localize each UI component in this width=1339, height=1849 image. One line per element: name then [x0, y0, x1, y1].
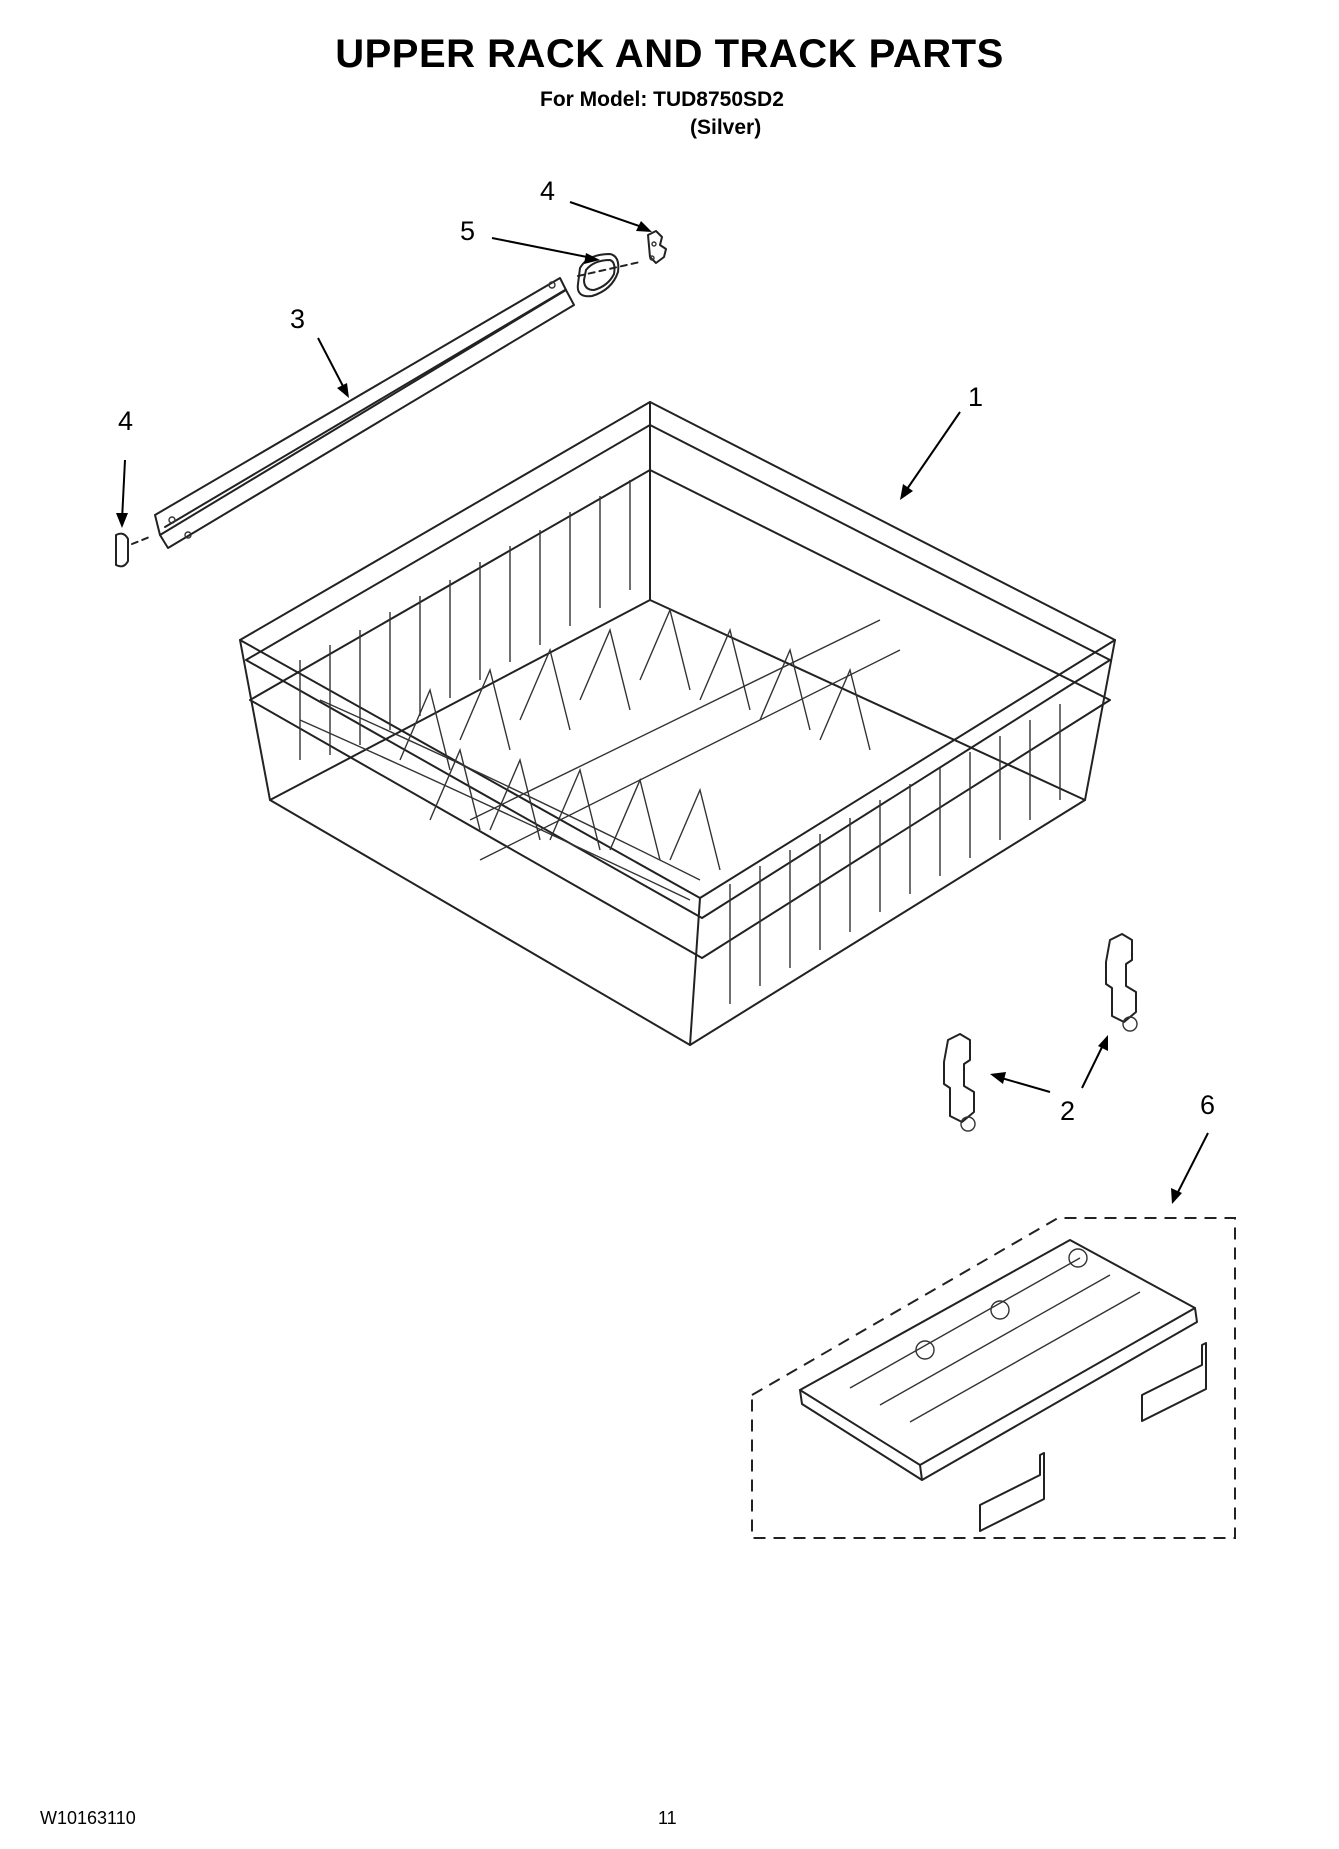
- wheel-carrier-part[interactable]: [943, 933, 1138, 1132]
- callout-rack: 1: [968, 382, 984, 412]
- model-variant: (Silver): [690, 116, 762, 139]
- callout-stop: 5: [460, 216, 476, 246]
- document-number: W10163110: [40, 1808, 136, 1828]
- callout-track: 3: [290, 304, 306, 334]
- tray-part[interactable]: [751, 1217, 1236, 1539]
- stop-part[interactable]: [576, 253, 620, 298]
- callout-wheel-carrier: 2: [1060, 1096, 1076, 1126]
- end-cap-left-part[interactable]: [115, 532, 129, 568]
- callout-tray: 6: [1200, 1090, 1216, 1120]
- end-cap-top-part[interactable]: [647, 230, 667, 264]
- model-number: For Model: TUD8750SD2: [540, 88, 784, 111]
- page-title: UPPER RACK AND TRACK PARTS: [335, 32, 1004, 76]
- callout-arrows: [116, 201, 1209, 1204]
- callout-end-cap-left: 4: [118, 406, 134, 436]
- track-part[interactable]: [131, 261, 641, 549]
- page-number: 11: [658, 1808, 677, 1828]
- callout-end-cap-top: 4: [540, 176, 556, 206]
- upper-rack-part[interactable]: [239, 401, 1116, 1046]
